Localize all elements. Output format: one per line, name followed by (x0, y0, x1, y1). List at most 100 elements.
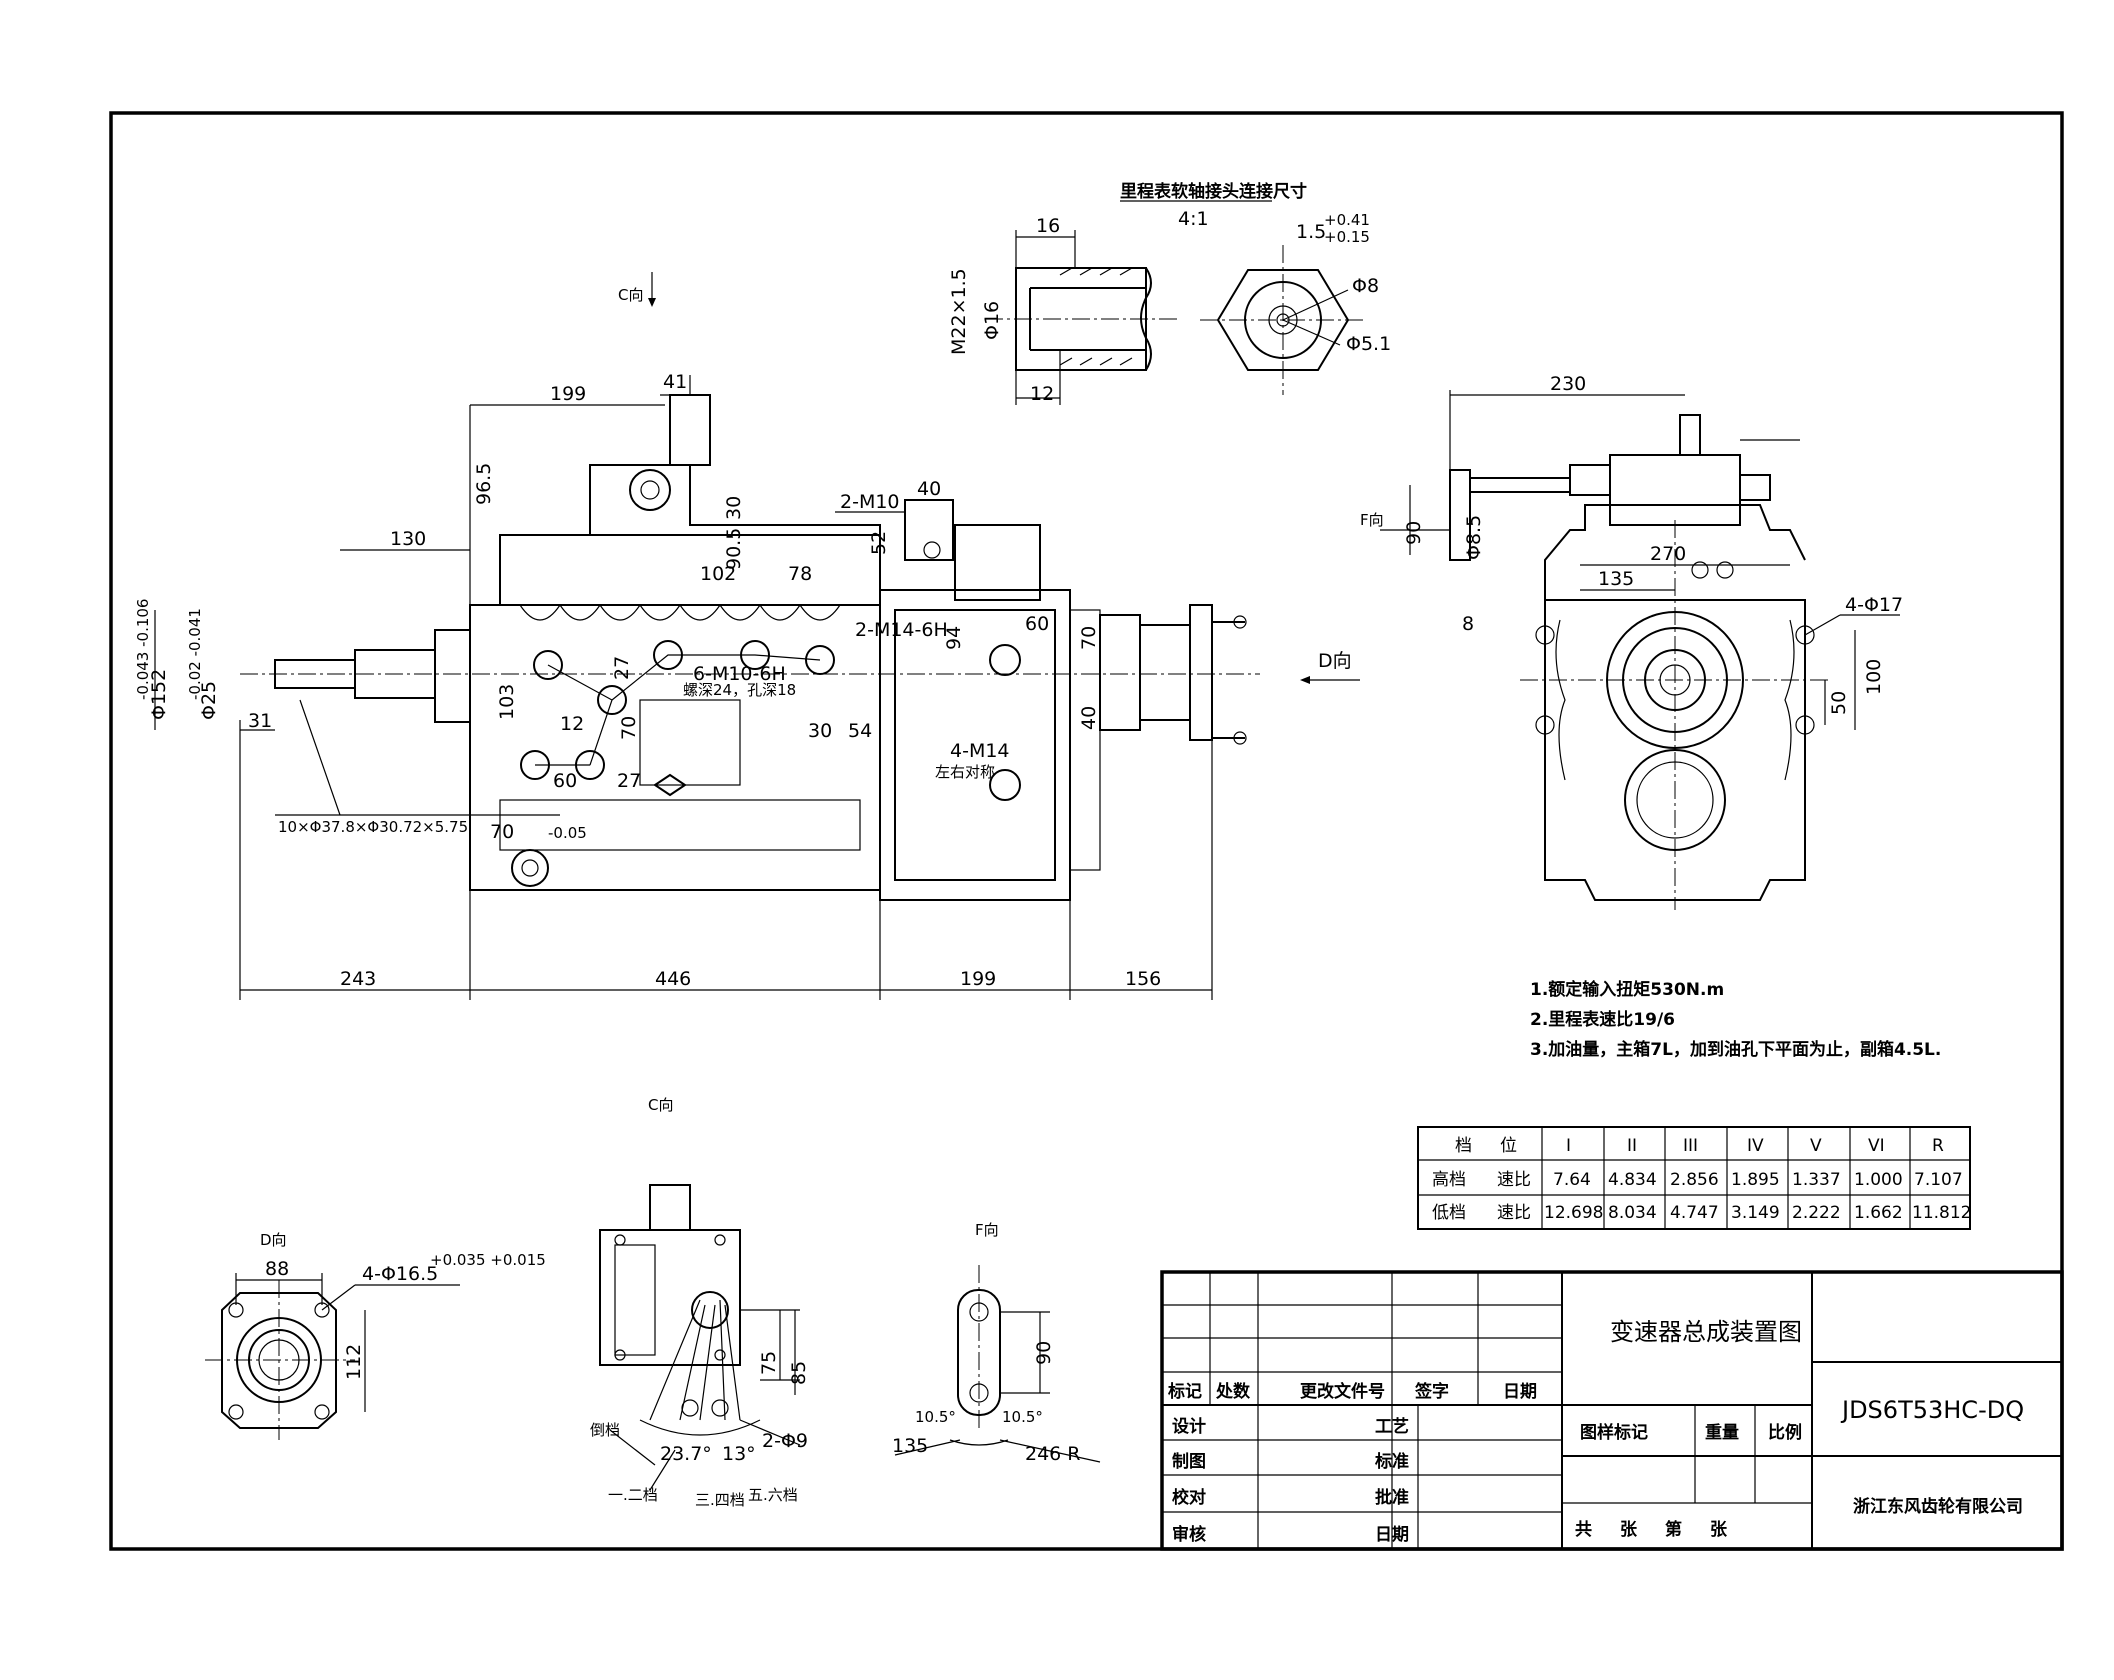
svg-text:8.034: 8.034 (1608, 1203, 1657, 1223)
svg-text:90: 90 (1033, 1341, 1055, 1365)
svg-text:7.107: 7.107 (1914, 1170, 1963, 1190)
view-label-f-arrow: F向 (1360, 511, 1384, 529)
svg-text:70: 70 (618, 716, 640, 740)
svg-text:40: 40 (917, 478, 941, 500)
svg-text:五.六档: 五.六档 (748, 1486, 798, 1504)
dim-199: 199 (960, 968, 996, 990)
svg-text:Φ16: Φ16 (981, 301, 1003, 340)
svg-text:54: 54 (848, 720, 872, 742)
svg-text:12.698: 12.698 (1544, 1203, 1603, 1223)
svg-text:左右对称: 左右对称 (935, 763, 995, 781)
svg-text:标准: 标准 (1375, 1451, 1409, 1472)
svg-text:张: 张 (1710, 1520, 1728, 1540)
svg-text:4-M14: 4-M14 (950, 740, 1010, 762)
drawing-name: 变速器总成装置图 (1610, 1318, 1802, 1346)
f-view: F向 90 10.5° 10.5° 135 246 R (892, 1221, 1101, 1465)
svg-text:60: 60 (553, 770, 577, 792)
drawing-number: JDS6T53HC-DQ (1840, 1396, 2024, 1424)
svg-text:50: 50 (1828, 691, 1850, 715)
svg-text:103: 103 (496, 684, 518, 720)
svg-text:工艺: 工艺 (1375, 1416, 1409, 1437)
svg-text:130: 130 (390, 528, 426, 550)
c-view: C向 75 85 23.7° 13° 2-Φ9 倒档 一.二档 三.四档 五.六… (590, 1096, 810, 1509)
svg-text:+0.41: +0.41 (1324, 211, 1370, 229)
svg-text:标记: 标记 (1168, 1381, 1202, 1402)
svg-text:6-M10-6H: 6-M10-6H (693, 663, 786, 685)
svg-text:IV: IV (1747, 1136, 1764, 1156)
svg-text:4.834: 4.834 (1608, 1170, 1657, 1190)
svg-text:1.000: 1.000 (1854, 1170, 1903, 1190)
svg-text:重量: 重量 (1705, 1422, 1739, 1443)
svg-text:+0.035 +0.015: +0.035 +0.015 (430, 1251, 546, 1269)
svg-text:3.149: 3.149 (1731, 1203, 1780, 1223)
svg-text:88: 88 (265, 1258, 289, 1280)
svg-text:签字: 签字 (1414, 1381, 1449, 1402)
svg-text:共: 共 (1575, 1520, 1592, 1540)
svg-text:1.662: 1.662 (1854, 1203, 1903, 1223)
view-label-c: C向 (648, 1096, 673, 1114)
svg-text:设计: 设计 (1172, 1416, 1206, 1437)
side-view-transmission (1449, 414, 1830, 910)
svg-text:图样标记: 图样标记 (1580, 1422, 1648, 1443)
svg-text:96.5: 96.5 (473, 463, 495, 505)
svg-text:Φ152: Φ152 (148, 669, 170, 720)
svg-text:低档: 低档 (1432, 1203, 1466, 1223)
dim-243: 243 (340, 968, 376, 990)
svg-text:8: 8 (1462, 613, 1474, 635)
svg-text:41: 41 (663, 371, 687, 393)
main-view-transmission (240, 375, 1260, 901)
svg-text:16: 16 (1036, 215, 1060, 237)
svg-text:30: 30 (808, 720, 832, 742)
svg-text:23.7°: 23.7° (660, 1443, 712, 1465)
detail-scale: 4:1 (1178, 208, 1209, 230)
svg-text:制图: 制图 (1172, 1451, 1206, 1472)
svg-text:12: 12 (1030, 383, 1054, 405)
svg-text:III: III (1683, 1136, 1698, 1156)
svg-text:4.747: 4.747 (1670, 1203, 1719, 1223)
svg-text:60: 60 (1025, 613, 1049, 635)
note-1: 1.额定输入扭矩530N.m (1530, 979, 1724, 1000)
dim-156: 156 (1125, 968, 1161, 990)
svg-text:Φ25: Φ25 (198, 681, 220, 720)
svg-text:135: 135 (892, 1435, 928, 1457)
svg-text:102: 102 (700, 563, 736, 585)
svg-text:70: 70 (1078, 626, 1100, 650)
svg-text:4-Φ16.5: 4-Φ16.5 (362, 1263, 438, 1285)
svg-text:100: 100 (1863, 659, 1885, 695)
svg-text:速比: 速比 (1497, 1170, 1531, 1190)
svg-text:审核: 审核 (1172, 1524, 1206, 1545)
svg-text:R: R (1932, 1136, 1944, 1156)
svg-text:12: 12 (560, 713, 584, 735)
svg-text:27: 27 (617, 770, 641, 792)
svg-text:第: 第 (1665, 1519, 1682, 1540)
svg-text:V: V (1810, 1136, 1822, 1156)
svg-text:张: 张 (1620, 1520, 1638, 1540)
svg-text:2.856: 2.856 (1670, 1170, 1719, 1190)
svg-text:1.5: 1.5 (1296, 221, 1326, 243)
svg-text:日期: 日期 (1375, 1525, 1409, 1545)
svg-text:11.812: 11.812 (1912, 1203, 1971, 1223)
svg-text:85: 85 (788, 1361, 810, 1385)
svg-text:一.二档: 一.二档 (608, 1486, 658, 1504)
svg-text:78: 78 (788, 563, 812, 585)
svg-text:135: 135 (1598, 568, 1634, 590)
svg-text:II: II (1627, 1136, 1637, 1156)
svg-text:10.5°: 10.5° (915, 1408, 956, 1426)
company-name: 浙江东风齿轮有限公司 (1853, 1496, 2023, 1517)
svg-text:日期: 日期 (1503, 1382, 1537, 1402)
side-view-dimensions: 230 F向 90 Φ8.5 8 270 135 4-Φ17 100 50 (1360, 373, 1903, 730)
svg-text:52: 52 (868, 531, 890, 555)
main-view-dimensions: 199 41 96.5 30 130 90.5 102 78 2-M10 40 … (134, 371, 1213, 1000)
note-2: 2.里程表速比19/6 (1530, 1009, 1675, 1030)
svg-text:112: 112 (343, 1344, 365, 1380)
svg-text:三.四档: 三.四档 (695, 1491, 745, 1509)
svg-text:90: 90 (1403, 521, 1425, 545)
view-label-d-arrow: D向 (1318, 650, 1352, 672)
drawing-frame (109, 111, 2064, 1551)
svg-text:Φ8.5: Φ8.5 (1463, 515, 1485, 560)
svg-text:40: 40 (1078, 706, 1100, 730)
svg-text:2-M14-6H: 2-M14-6H (855, 619, 948, 641)
svg-text:螺深24，孔深18: 螺深24，孔深18 (683, 681, 796, 699)
svg-text:+0.15: +0.15 (1324, 228, 1370, 246)
